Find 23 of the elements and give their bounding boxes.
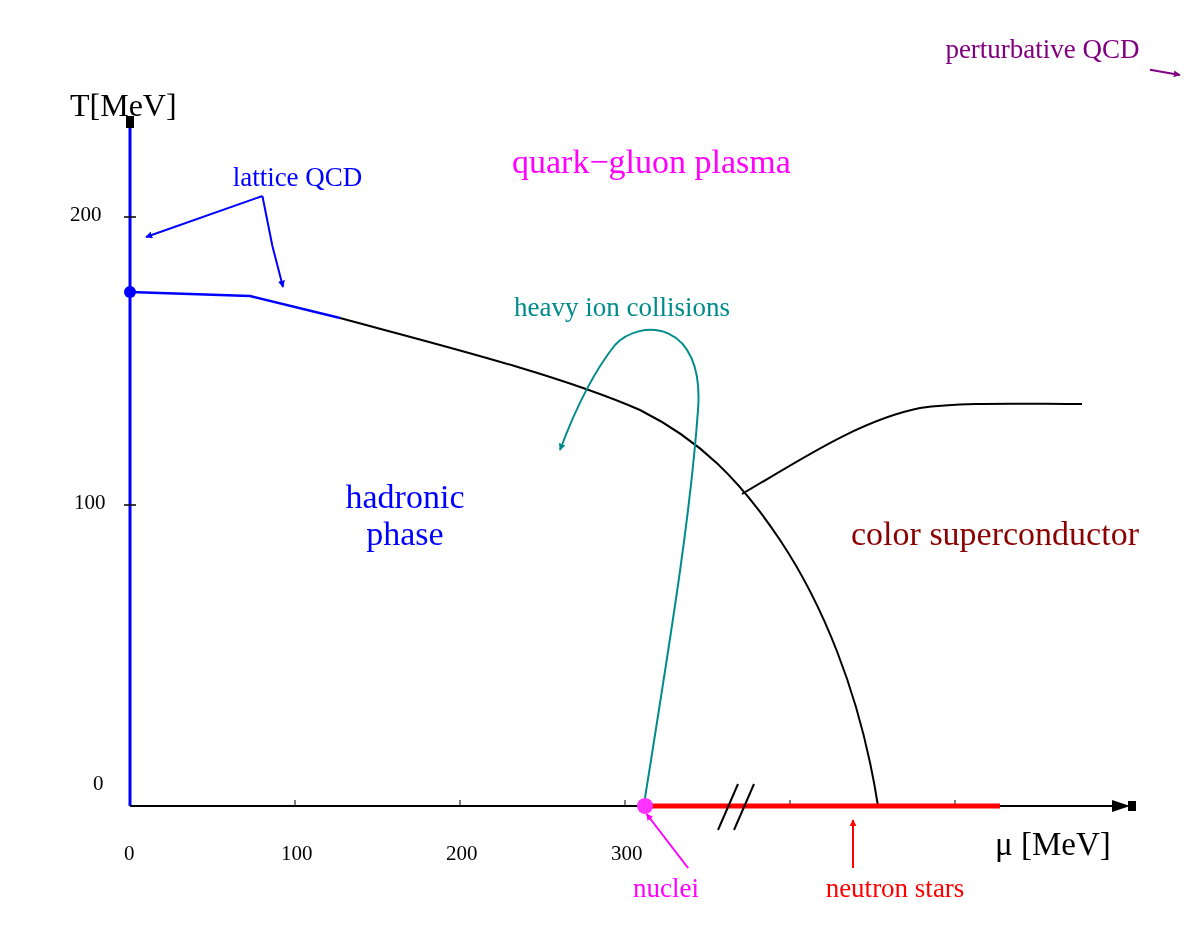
tick-label: 0 [124,842,135,866]
annotation-label: perturbative QCD [945,34,1140,64]
arrow [1149,68,1181,78]
arrow [145,195,264,239]
region-label: quark−gluon plasma [512,143,791,181]
axis-title: μ [MeV] [995,826,1111,863]
annotation-label: nuclei [633,873,699,903]
tick-label: 100 [74,491,106,515]
arrow [849,819,857,869]
tick-label: 200 [446,842,478,866]
region-label: color superconductor [850,515,1140,553]
axis-title: T[MeV] [70,88,177,124]
annotation-label: lattice QCD [232,162,363,192]
arrow [261,195,285,288]
tick-label: 300 [611,842,643,866]
arrow [645,813,690,869]
tick-label: 200 [70,203,102,227]
tick-label: 100 [281,842,313,866]
point-marker [637,798,653,814]
arrow [559,328,700,799]
annotation-label: neutron stars [825,873,965,903]
region-label: hadronic phase [344,478,466,553]
tick-label: 0 [93,772,104,796]
